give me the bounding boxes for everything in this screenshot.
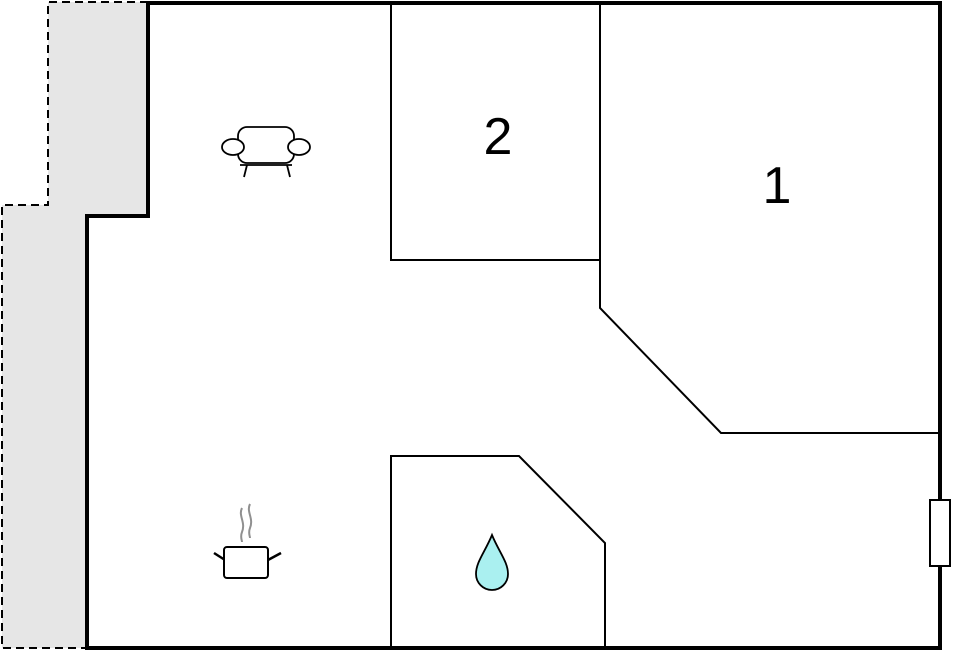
terrace-dashed-border xyxy=(1,1,148,649)
bedroom-1-label: 1 xyxy=(763,157,792,215)
exterior-wall xyxy=(85,1,942,650)
cooking-pot-icon xyxy=(213,503,282,579)
bathroom-walls xyxy=(390,455,606,648)
steam-icon xyxy=(239,507,245,543)
water-drop-icon xyxy=(475,532,509,591)
bedroom-1-walls xyxy=(599,3,940,434)
terrace-area xyxy=(1,1,148,649)
sofa-icon xyxy=(221,126,311,178)
door-icon xyxy=(929,499,951,567)
interior-walls xyxy=(390,3,940,648)
bedroom-2-label: 2 xyxy=(484,108,513,166)
bedroom-2-walls xyxy=(390,3,600,261)
terrace-fill xyxy=(2,2,148,648)
interior-floor xyxy=(87,3,940,648)
